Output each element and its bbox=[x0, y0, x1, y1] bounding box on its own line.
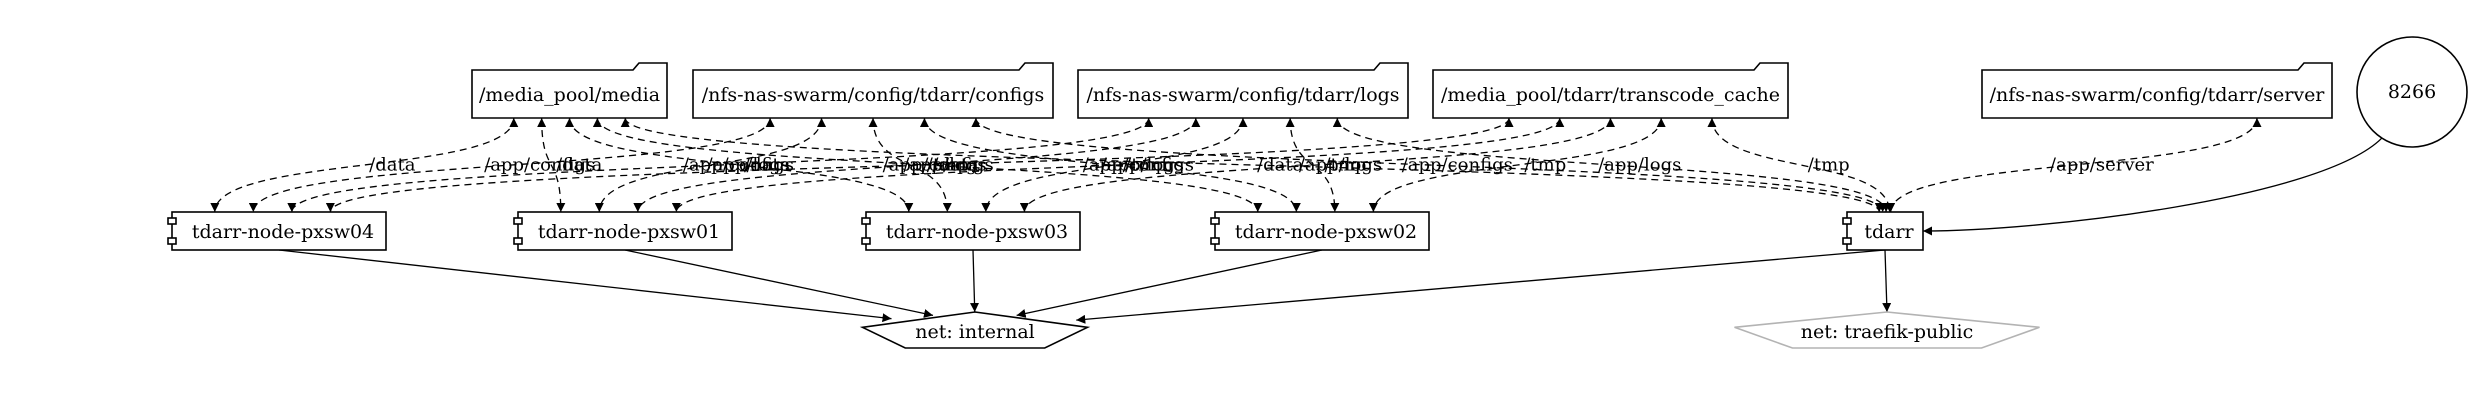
component-box bbox=[517, 211, 733, 251]
network-internal[interactable]: net: internal bbox=[859, 311, 1091, 349]
network-link-pxsw04-internal bbox=[278, 249, 892, 323]
service-label: tdarr-node-pxsw01 bbox=[538, 221, 720, 243]
volume-media[interactable]: /media_pool/media bbox=[471, 62, 668, 119]
service-pxsw04[interactable]: tdarr-node-pxsw04 bbox=[167, 211, 387, 251]
network-link-pxsw02-internal bbox=[1016, 249, 1323, 318]
mount-edge bbox=[537, 117, 566, 213]
edge-labels-layer: /data/app/configs/app/logs/tmp/data/app/… bbox=[369, 155, 2154, 176]
service-tdarr[interactable]: tdarr bbox=[1842, 211, 1924, 251]
mount-label: /app/logs bbox=[1598, 155, 1681, 176]
mount-label: /data bbox=[744, 155, 791, 176]
service-label: tdarr-node-pxsw03 bbox=[886, 221, 1068, 243]
component-box bbox=[1846, 211, 1924, 251]
volume-label: /nfs-nas-swarm/config/tdarr/logs bbox=[1086, 84, 1399, 106]
mount-label: /data bbox=[1257, 155, 1304, 176]
folder-icon bbox=[1432, 62, 1789, 119]
volume-label: /nfs-nas-swarm/config/tdarr/configs bbox=[702, 84, 1045, 106]
volume-label: /media_pool/media bbox=[479, 84, 660, 106]
component-icon bbox=[861, 217, 871, 245]
network-link-tdarr-internal bbox=[1076, 249, 1886, 324]
component-box bbox=[865, 211, 1081, 251]
mount-edge bbox=[620, 117, 1884, 213]
pentagon-shape bbox=[1734, 311, 2040, 349]
service-label: tdarr-node-pxsw02 bbox=[1235, 221, 1417, 243]
mount-label: /data bbox=[556, 155, 603, 176]
component-box bbox=[171, 211, 387, 251]
mount-label: /app/logs bbox=[1299, 155, 1382, 176]
mount-label: /tmp bbox=[1324, 155, 1366, 176]
mount-label: /app/configs bbox=[484, 155, 595, 176]
component-icon bbox=[1842, 217, 1852, 245]
volume-cache[interactable]: /media_pool/tdarr/transcode_cache bbox=[1432, 62, 1789, 119]
network-label: net: internal bbox=[915, 321, 1034, 343]
mount-edge bbox=[210, 117, 519, 213]
network-link-tdarr-traefik bbox=[1882, 249, 1892, 313]
folder-icon bbox=[471, 62, 668, 119]
mount-label: /tmp bbox=[1125, 155, 1167, 176]
mount-label: /app/configs bbox=[1402, 155, 1513, 176]
volume-server[interactable]: /nfs-nas-swarm/config/tdarr/server bbox=[1981, 62, 2333, 119]
mount-label: /app/configs bbox=[683, 155, 794, 176]
component-icon bbox=[1210, 217, 1220, 245]
network-traefik[interactable]: net: traefik-public bbox=[1734, 311, 2040, 349]
volume-logs[interactable]: /nfs-nas-swarm/config/tdarr/logs bbox=[1077, 62, 1409, 119]
mount-label: /tmp bbox=[1524, 155, 1566, 176]
component-box bbox=[1214, 211, 1430, 251]
mount-label: /app/logs bbox=[903, 155, 986, 176]
network-link-pxsw01-internal bbox=[624, 249, 934, 318]
edges-layer bbox=[210, 117, 2383, 324]
mount-label: /app/logs bbox=[1101, 155, 1184, 176]
nodes-layer: /media_pool/media/nfs-nas-swarm/config/t… bbox=[167, 36, 2468, 349]
mount-label: /app/server bbox=[2050, 155, 2154, 176]
port-circle bbox=[2356, 36, 2468, 148]
folder-icon bbox=[1077, 62, 1409, 119]
folder-icon bbox=[692, 62, 1054, 119]
pentagon-shape bbox=[859, 311, 1091, 349]
service-pxsw02[interactable]: tdarr-node-pxsw02 bbox=[1210, 211, 1430, 251]
volume-label: /nfs-nas-swarm/config/tdarr/server bbox=[1990, 84, 2326, 106]
mount-label: /tmp bbox=[927, 155, 969, 176]
network-link-pxsw03-internal bbox=[970, 249, 980, 313]
volume-label: /media_pool/tdarr/transcode_cache bbox=[1441, 84, 1780, 106]
service-pxsw01[interactable]: tdarr-node-pxsw01 bbox=[513, 211, 733, 251]
network-link-port8266-tdarr bbox=[1922, 137, 2383, 236]
service-pxsw03[interactable]: tdarr-node-pxsw03 bbox=[861, 211, 1081, 251]
volume-configs[interactable]: /nfs-nas-swarm/config/tdarr/configs bbox=[692, 62, 1054, 119]
mount-label: /data bbox=[369, 155, 416, 176]
port-port8266[interactable]: 8266 bbox=[2356, 36, 2468, 148]
mount-label: /tmp bbox=[1808, 155, 1850, 176]
mount-label: /app/configs bbox=[883, 155, 994, 176]
mount-label: /app/logs bbox=[707, 155, 790, 176]
port-label: 8266 bbox=[2388, 81, 2436, 103]
component-icon bbox=[513, 217, 523, 245]
service-label: tdarr-node-pxsw04 bbox=[192, 221, 374, 243]
component-icon bbox=[167, 217, 177, 245]
mount-edge bbox=[1886, 117, 2262, 213]
service-label: tdarr bbox=[1864, 221, 1914, 243]
mount-label: /data bbox=[932, 155, 979, 176]
mount-edge bbox=[1707, 117, 1895, 213]
folder-icon bbox=[1981, 62, 2333, 119]
mount-label: /app/configs bbox=[1083, 155, 1194, 176]
network-label: net: traefik-public bbox=[1801, 321, 1973, 343]
